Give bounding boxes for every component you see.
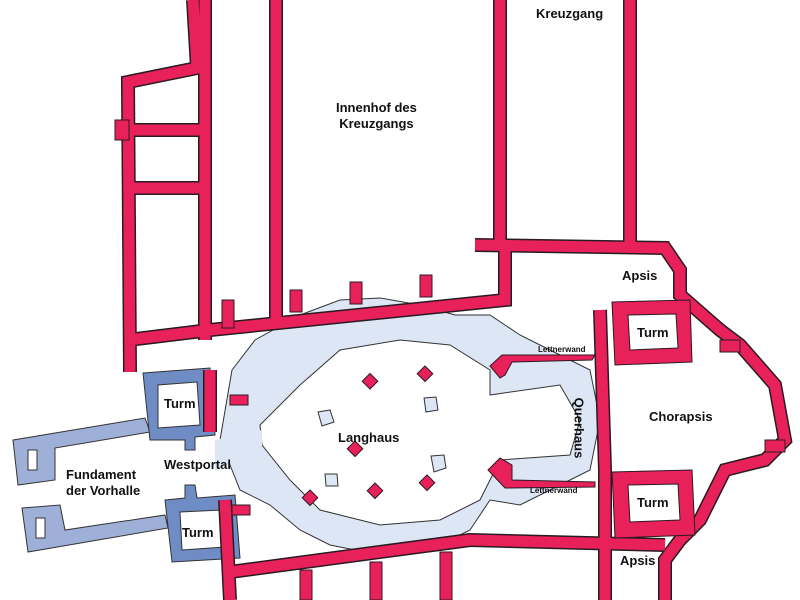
west-entrance-floor: [215, 430, 262, 470]
label-turm-se: Turm: [637, 495, 669, 510]
label-turm-nw: Turm: [164, 396, 196, 411]
label-apsis-south: Apsis: [620, 553, 656, 568]
label-turm-sw: Turm: [182, 525, 214, 540]
label-kreuzgang: Kreuzgang: [536, 6, 604, 21]
label-apsis-north: Apsis: [622, 268, 658, 283]
label-lettnerwand-north: Lettnerwand: [538, 345, 586, 354]
label-westportal: Westportal: [164, 457, 231, 472]
label-chorapsis: Chorapsis: [649, 409, 713, 424]
walls: [120, 0, 793, 600]
label-langhaus: Langhaus: [338, 430, 400, 445]
lettnerwand: [487, 354, 596, 489]
label-innenhof-line1: Innenhof des: [336, 100, 417, 115]
label-innenhof: Innenhof des Kreuzgangs: [336, 100, 417, 132]
label-vorhalle: Fundament der Vorhalle: [66, 467, 140, 499]
buttresses: [114, 119, 786, 600]
nave-interior: [265, 345, 575, 520]
vorhalle-foundation: [12, 417, 169, 553]
label-innenhof-line2: Kreuzgangs: [339, 116, 414, 131]
pillar-foundations: [317, 396, 447, 487]
east-towers: [611, 299, 696, 539]
label-vorhalle-line2: der Vorhalle: [66, 483, 141, 498]
pillars: [301, 365, 436, 507]
label-vorhalle-line1: Fundament: [66, 467, 137, 482]
label-lettnerwand-south: Lettnerwand: [530, 486, 578, 495]
label-querhaus: Querhaus: [571, 397, 587, 459]
label-turm-ne: Turm: [637, 325, 669, 340]
